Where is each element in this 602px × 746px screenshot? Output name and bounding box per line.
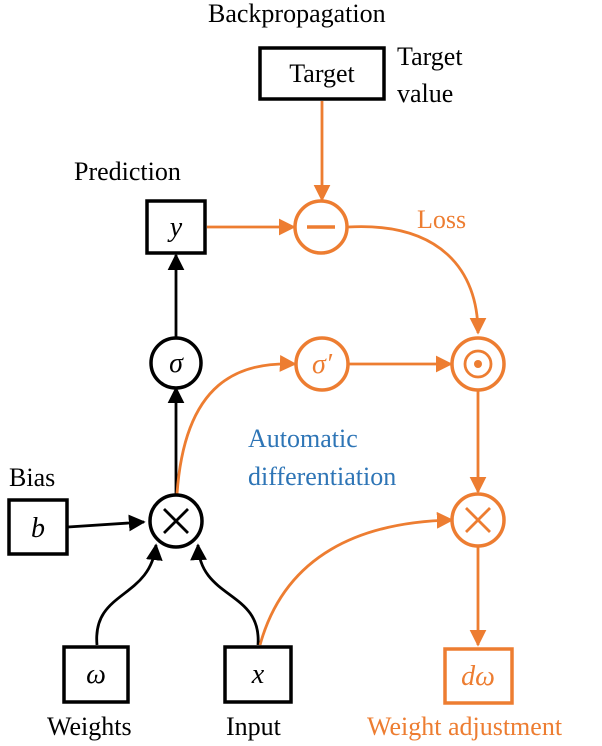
node-sigma-prime-label: σ′ [312, 349, 333, 380]
node-x: x [223, 645, 293, 704]
edge-b-to-multiply [67, 514, 146, 532]
label-backpropagation: Backpropagation [208, 0, 386, 28]
node-omega-label: ω [86, 659, 106, 690]
label-automatic-line2: differentiation [248, 462, 396, 491]
node-sigma: σ [149, 336, 203, 390]
node-minus [293, 199, 349, 255]
multiply-icon [163, 508, 189, 534]
multiply-back-icon [465, 507, 491, 533]
node-hadamard [450, 336, 506, 392]
backward-edges [175, 101, 487, 647]
node-d-omega-label: dω [461, 661, 495, 692]
edge-omega-to-multiply [95, 543, 163, 646]
node-target: Target [258, 46, 386, 101]
label-automatic-line1: Automatic [248, 424, 358, 453]
node-y-label: y [167, 212, 183, 243]
node-y: y [145, 199, 207, 255]
hadamard-dot [474, 360, 482, 368]
label-prediction: Prediction [74, 157, 181, 186]
hadamard-icon [463, 349, 493, 379]
node-multiply [148, 493, 204, 549]
label-input: Input [226, 712, 282, 741]
label-weight-adjustment: Weight adjustment [367, 712, 563, 741]
label-target-value-line1: Target [397, 42, 463, 71]
node-sigma-prime: σ′ [294, 336, 350, 392]
edge-minus-to-hadamard [347, 225, 487, 335]
label-weights: Weights [47, 712, 132, 741]
node-multiply-back [450, 492, 506, 548]
forward-edges [67, 253, 260, 646]
label-loss: Loss [417, 205, 466, 234]
label-target-value-line2: value [397, 79, 453, 108]
node-target-label: Target [289, 59, 355, 88]
edge-x-to-multiply [190, 543, 260, 646]
node-omega: ω [62, 645, 130, 704]
node-b: b [7, 498, 69, 556]
edge-x-to-multiply-back [258, 511, 454, 646]
node-d-omega: dω [443, 647, 514, 705]
label-bias: Bias [9, 463, 55, 492]
node-b-label: b [31, 513, 45, 544]
node-sigma-label: σ [169, 348, 184, 379]
edge-multiply-to-sigma-prime [175, 355, 297, 495]
node-x-label: x [251, 659, 265, 690]
